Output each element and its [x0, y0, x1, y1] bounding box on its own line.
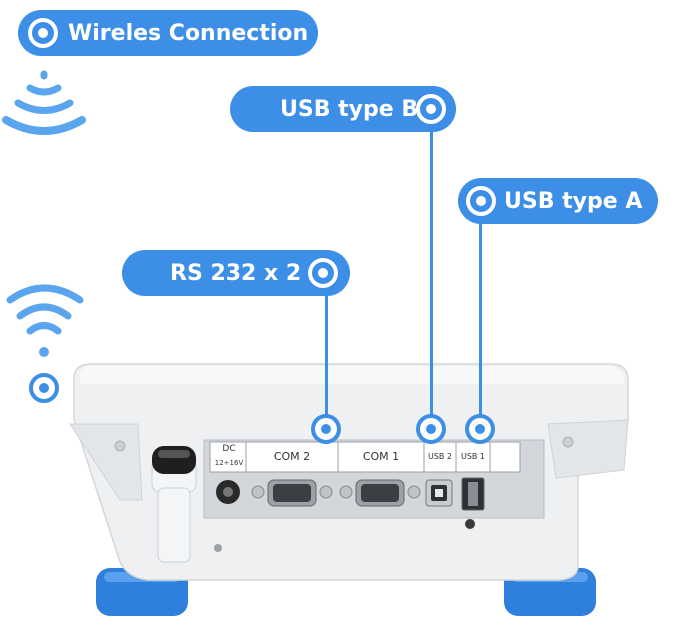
com1-label: COM 1: [362, 450, 400, 463]
usb-b-connector-ring-icon: [416, 414, 446, 444]
usb-b-port: [425, 479, 453, 507]
dc-voltage-label: 12÷16V: [214, 459, 244, 467]
usb-type-b-label: USB type B: [280, 96, 419, 122]
com2-port: [251, 479, 333, 507]
rs232-leader-line: [325, 280, 328, 430]
wireless-connection-callout: Wireles Connection: [18, 10, 318, 56]
usb-a-connector-ring-icon: [465, 414, 495, 444]
usb-type-a-callout: USB type A: [458, 178, 658, 224]
wireless-signal-icon: [2, 70, 86, 135]
rs232-callout-ring-icon: [308, 258, 338, 288]
com1-port: [339, 479, 421, 507]
usb-type-b-callout: USB type B: [230, 86, 456, 132]
wifi-icon: [6, 284, 84, 357]
usb1-label: USB 1: [460, 452, 486, 461]
wireless-callout-ring-icon: [28, 18, 58, 48]
usb-a-callout-ring-icon: [466, 186, 496, 216]
power-plug: [151, 446, 197, 563]
usb-b-callout-ring-icon: [416, 94, 446, 124]
rs232-connector-ring-icon: [311, 414, 341, 444]
dc-label: DC: [222, 444, 236, 454]
usb-a-port: [461, 477, 485, 511]
rs232-label: RS 232 x 2: [170, 260, 302, 286]
usb-a-leader-line: [479, 210, 482, 430]
rs232-callout: RS 232 x 2: [122, 250, 350, 296]
usb2-label: USB 2: [427, 452, 453, 461]
usb-b-leader-line: [430, 120, 433, 430]
wireless-connection-label: Wireles Connection: [68, 20, 309, 46]
usb-type-a-label: USB type A: [504, 188, 643, 214]
wifi-connector-ring-icon: [29, 373, 59, 403]
com2-label: COM 2: [273, 450, 311, 463]
